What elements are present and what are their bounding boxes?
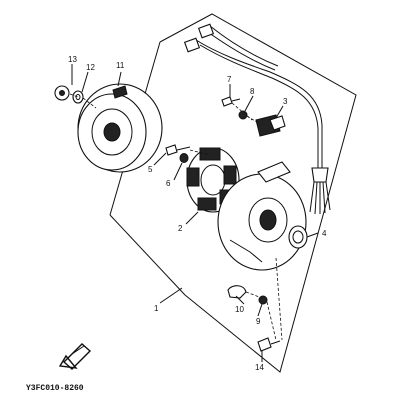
connector-a [183,37,201,53]
callout-2: 2 [178,224,183,233]
callout-3: 3 [283,97,288,106]
assembly-lines [69,93,283,341]
callout-14: 14 [255,363,264,372]
callout-1: 1 [154,304,159,313]
screw-7 [221,96,241,107]
callout-7: 7 [227,75,232,84]
callout-10: 10 [235,305,244,314]
wire-harness [183,23,331,215]
bolt-14 [257,337,281,352]
diagram-code: Y3FC010-8260 [26,384,84,393]
callout-9: 9 [256,317,261,326]
connector-b [197,23,215,39]
flywheel-nut [54,85,70,101]
callout-13: 13 [68,55,77,64]
callout-11: 11 [116,61,125,70]
callout-6: 6 [166,179,171,188]
washer-6 [179,153,189,163]
screw-5 [165,144,191,156]
callout-12: 12 [86,63,95,72]
stator-base-plate [217,161,307,271]
callout-4: 4 [322,229,327,238]
flywheel-rotor [77,83,163,173]
wire-ends [309,181,331,215]
leader-lines [71,64,319,362]
washer-8 [238,110,248,120]
callout-5: 5 [148,165,153,174]
flywheel-washer [72,90,84,104]
callout-labels: 13 12 11 7 8 3 5 6 2 4 1 10 9 14 [68,55,327,372]
pickup-coil [255,114,286,137]
callout-8: 8 [250,87,255,96]
oil-seal [288,225,308,249]
clamp-10 [227,285,247,299]
front-arrow-icon [58,343,92,370]
